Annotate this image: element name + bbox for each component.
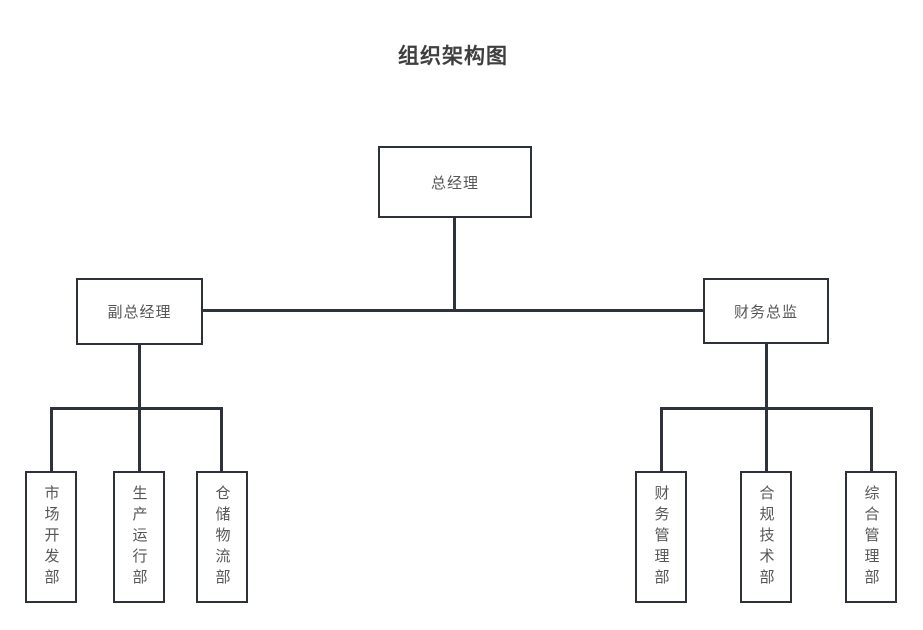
org-node-compliance-technology-dept[interactable]: 合规技术部: [740, 471, 792, 603]
org-node-production-operation-dept[interactable]: 生产运行部: [113, 471, 165, 603]
connector-right-drop-2: [765, 407, 768, 471]
node-label: 财务总监: [733, 303, 798, 321]
node-label: 综合管理部: [862, 484, 880, 590]
org-node-general-manager[interactable]: 总经理: [378, 146, 532, 218]
node-label: 总经理: [430, 174, 479, 192]
connector-right-drop-3: [870, 407, 873, 471]
org-node-market-development-dept[interactable]: 市场开发部: [25, 471, 77, 603]
org-node-general-management-dept[interactable]: 综合管理部: [845, 471, 897, 603]
connector-left-rail: [50, 407, 223, 410]
node-label: 合规技术部: [757, 484, 775, 590]
connector-left-stem: [138, 345, 141, 409]
connector-left-drop-2: [138, 407, 141, 471]
node-label: 财务管理部: [652, 484, 670, 590]
connector-root-vertical: [453, 218, 456, 311]
node-label: 副总经理: [107, 304, 172, 321]
org-node-deputy-general-manager[interactable]: 副总经理: [76, 278, 203, 345]
node-label: 市场开发部: [42, 484, 60, 590]
node-label: 仓储物流部: [213, 484, 231, 590]
org-node-finance-director[interactable]: 财务总监: [703, 278, 829, 344]
node-label: 生产运行部: [130, 484, 148, 590]
connector-right-drop-1: [660, 407, 663, 471]
connector-left-drop-1: [50, 407, 53, 471]
org-node-finance-management-dept[interactable]: 财务管理部: [635, 471, 687, 603]
connector-right-stem: [765, 344, 768, 409]
chart-title: 组织架构图: [398, 45, 508, 68]
org-node-warehouse-logistics-dept[interactable]: 仓储物流部: [196, 471, 248, 603]
connector-level2-horizontal: [203, 309, 703, 312]
connector-left-drop-3: [220, 407, 223, 471]
